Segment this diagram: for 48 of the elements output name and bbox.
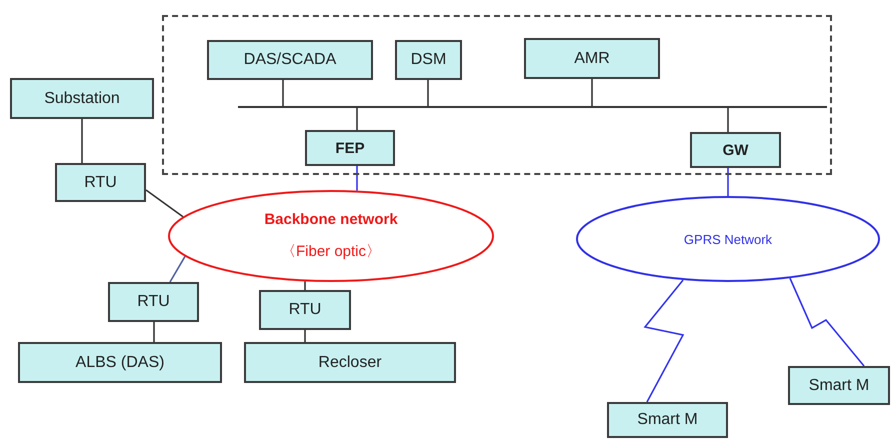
network-label: Backbone network bbox=[264, 211, 398, 228]
box-label: Substation bbox=[44, 90, 120, 108]
box-label: Smart M bbox=[637, 411, 698, 429]
box-label: GW bbox=[722, 142, 748, 158]
connector-line bbox=[727, 168, 729, 196]
system-box bbox=[18, 342, 222, 383]
box-label: DSM bbox=[410, 51, 446, 69]
box-label: RTU bbox=[137, 293, 170, 311]
system-box bbox=[607, 402, 728, 438]
system-box bbox=[305, 130, 395, 166]
system-box bbox=[207, 40, 373, 80]
connector-line bbox=[427, 80, 429, 106]
system-box bbox=[395, 40, 462, 80]
box-label: AMR bbox=[574, 50, 610, 68]
box-label: DAS/SCADA bbox=[244, 51, 336, 69]
connector-line bbox=[304, 281, 306, 290]
connector-line bbox=[169, 256, 186, 282]
connector-line bbox=[153, 322, 155, 342]
network-ellipse bbox=[576, 196, 880, 282]
system-box bbox=[55, 163, 146, 202]
network-label: 〈Fiber optic〉 bbox=[280, 242, 382, 261]
box-label: RTU bbox=[288, 301, 322, 319]
connector-line bbox=[282, 80, 284, 106]
connector-line bbox=[356, 108, 358, 130]
system-box bbox=[690, 132, 781, 168]
connector-line bbox=[591, 79, 593, 106]
network-ellipse bbox=[168, 190, 494, 282]
connector-line bbox=[146, 189, 184, 218]
system-box bbox=[524, 38, 660, 79]
dashed-group-boundary bbox=[162, 15, 832, 175]
connector-line bbox=[789, 278, 865, 366]
system-box bbox=[788, 366, 890, 405]
box-label: Smart M bbox=[808, 376, 870, 394]
box-label: Recloser bbox=[318, 354, 382, 372]
connector-line bbox=[644, 280, 684, 402]
system-box bbox=[244, 342, 456, 383]
system-box bbox=[259, 290, 351, 330]
network-label: GPRS Network bbox=[684, 232, 772, 246]
connector-line bbox=[304, 330, 306, 342]
system-box bbox=[10, 78, 154, 119]
bus-line bbox=[238, 106, 827, 108]
box-label: RTU bbox=[84, 174, 117, 192]
connector-line bbox=[81, 119, 83, 163]
box-label: ALBS (DAS) bbox=[76, 354, 164, 372]
connector-line bbox=[356, 166, 358, 191]
box-label: FEP bbox=[335, 140, 365, 156]
system-box bbox=[108, 282, 199, 322]
connector-line bbox=[727, 108, 729, 132]
